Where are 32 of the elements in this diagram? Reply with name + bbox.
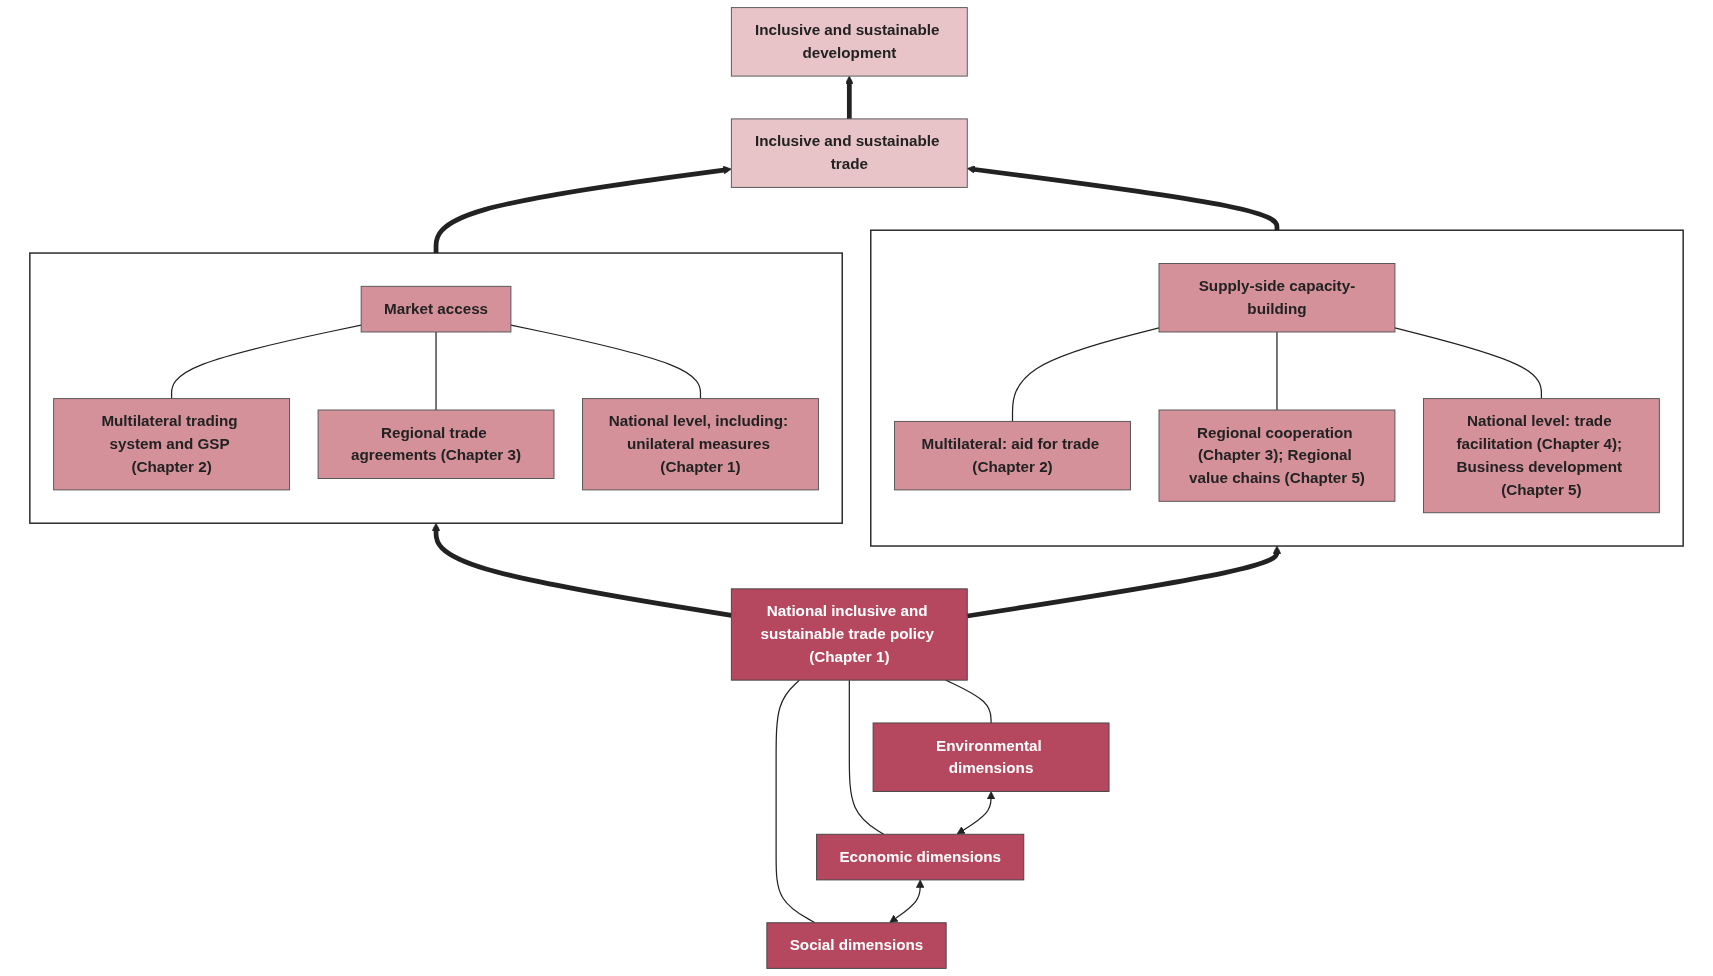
cluster	[29, 252, 843, 524]
node-box: Regional trade agreements (Chapter 3)	[317, 409, 555, 479]
node-box: Inclusive and sustainable trade	[730, 118, 968, 188]
connector	[1011, 327, 1160, 423]
arrow	[956, 791, 996, 835]
node-box: Economic dimensions	[816, 833, 1025, 881]
arrow	[845, 75, 854, 119]
node-box: Social dimensions	[766, 922, 947, 969]
node-box: National level: trade facilitation (Chapter 4); Business development (Chapter 5)	[1423, 398, 1660, 514]
cluster	[870, 229, 1684, 547]
node-box: Environmental dimensions	[872, 722, 1110, 792]
connector	[510, 324, 702, 400]
connector	[435, 331, 437, 411]
connector	[945, 679, 992, 724]
arrow	[966, 165, 1280, 231]
node-box: Supply-side capacity-building	[1158, 263, 1396, 333]
connector	[848, 679, 885, 835]
node-box: Inclusive and sustainable development	[730, 7, 968, 77]
arrow	[433, 165, 732, 254]
arrow	[431, 522, 732, 618]
arrow	[889, 879, 925, 923]
connector	[775, 679, 816, 924]
connector	[1394, 327, 1543, 400]
node-box: National level, including: unilateral measures (Chapter 1)	[582, 398, 819, 491]
connector	[170, 324, 362, 400]
node-box: Regional cooperation (Chapter 3); Regional value chains (Chapter 5)	[1158, 409, 1396, 502]
arrow	[966, 545, 1282, 619]
node-box: National inclusive and sustainable trade policy (Chapter 1)	[730, 588, 968, 681]
node-box: Market access	[360, 285, 512, 333]
node-box: Multilateral trading system and GSP (Chapter 2)	[53, 398, 290, 491]
node-box: Multilateral: aid for trade (Chapter 2)	[894, 420, 1131, 491]
connector	[1276, 331, 1278, 411]
